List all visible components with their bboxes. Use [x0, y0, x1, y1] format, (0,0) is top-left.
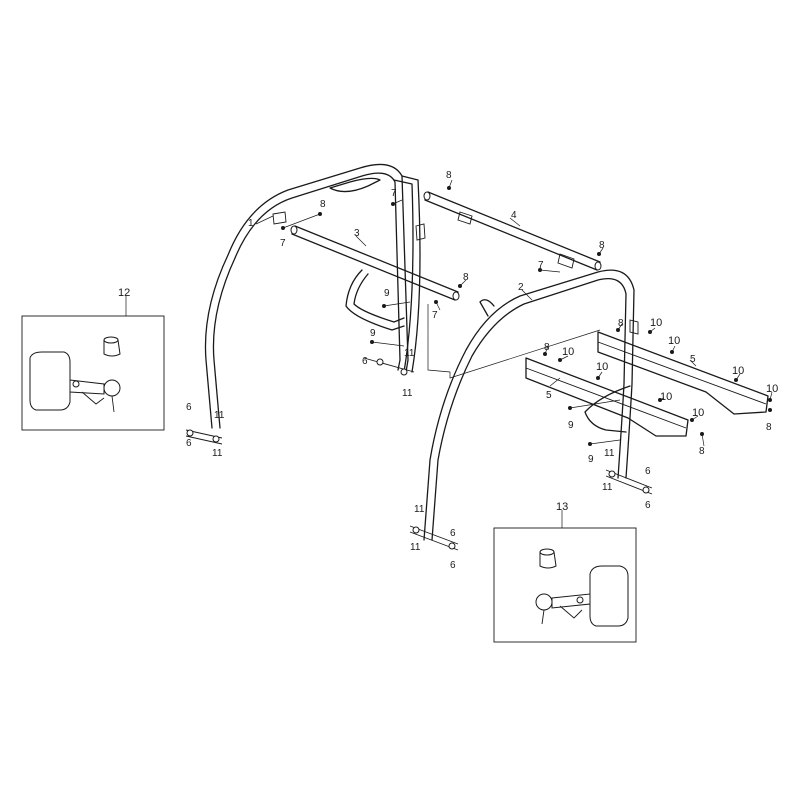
label-part-6: 6 — [645, 466, 651, 477]
label-part-3: 3 — [354, 228, 360, 239]
label-part-2: 2 — [518, 282, 524, 293]
label-part-8: 8 — [599, 240, 605, 251]
label-part-11: 11 — [604, 448, 615, 459]
label-part-11: 11 — [212, 448, 223, 459]
label-part-7: 7 — [391, 188, 397, 199]
label-part-5-upper: 5 — [690, 354, 696, 365]
label-part-5-lower: 5 — [546, 390, 552, 401]
part-3-cross-bar — [290, 225, 460, 331]
part-2-front-roll-hoop — [423, 269, 635, 541]
label-part-11: 11 — [402, 388, 413, 399]
label-part-9: 9 — [384, 288, 390, 299]
label-part-8: 8 — [618, 318, 624, 329]
label-part-4: 4 — [511, 210, 517, 221]
label-part-10: 10 — [692, 407, 704, 419]
label-part-10: 10 — [766, 383, 778, 395]
label-part-13: 13 — [556, 501, 568, 513]
label-part-10: 10 — [596, 361, 608, 373]
assembly-leader — [427, 304, 601, 379]
label-part-7: 7 — [538, 260, 544, 271]
inset-13-right-mirror — [493, 510, 637, 643]
label-part-6: 6 — [450, 528, 456, 539]
fasteners — [185, 186, 772, 551]
label-part-11: 11 — [214, 410, 225, 421]
label-part-10: 10 — [660, 391, 672, 403]
label-part-1: 1 — [248, 218, 254, 229]
label-part-9: 9 — [568, 420, 574, 431]
label-part-8: 8 — [463, 272, 469, 283]
label-part-11: 11 — [414, 504, 425, 515]
label-part-8: 8 — [446, 170, 452, 181]
part-4-upper-bar — [423, 191, 602, 271]
label-part-8: 8 — [320, 199, 326, 210]
label-part-8: 8 — [766, 422, 772, 433]
label-part-6: 6 — [186, 402, 192, 413]
part-5-side-rails — [525, 319, 769, 437]
label-part-10: 10 — [668, 335, 680, 347]
leader-lines — [255, 179, 773, 447]
label-part-10: 10 — [732, 365, 744, 377]
label-part-7: 7 — [432, 310, 438, 321]
label-part-7: 7 — [280, 238, 286, 249]
callout-labels: 1 2 3 4 5 5 6 6 6 6 6 6 6 7 7 7 7 8 8 8 … — [118, 170, 778, 571]
label-part-6: 6 — [362, 356, 368, 367]
label-part-9: 9 — [370, 328, 376, 339]
label-part-6: 6 — [186, 438, 192, 449]
label-part-11: 11 — [410, 542, 421, 553]
label-part-8: 8 — [544, 342, 550, 353]
label-part-12: 12 — [118, 287, 130, 299]
label-part-11: 11 — [404, 348, 415, 359]
label-part-9: 9 — [588, 454, 594, 465]
label-part-10: 10 — [650, 317, 662, 329]
label-part-8: 8 — [699, 446, 705, 457]
label-part-11: 11 — [602, 482, 613, 493]
label-part-10: 10 — [562, 346, 574, 358]
label-part-6: 6 — [450, 560, 456, 571]
label-part-6: 6 — [645, 500, 651, 511]
inset-12-left-mirror — [21, 296, 165, 431]
